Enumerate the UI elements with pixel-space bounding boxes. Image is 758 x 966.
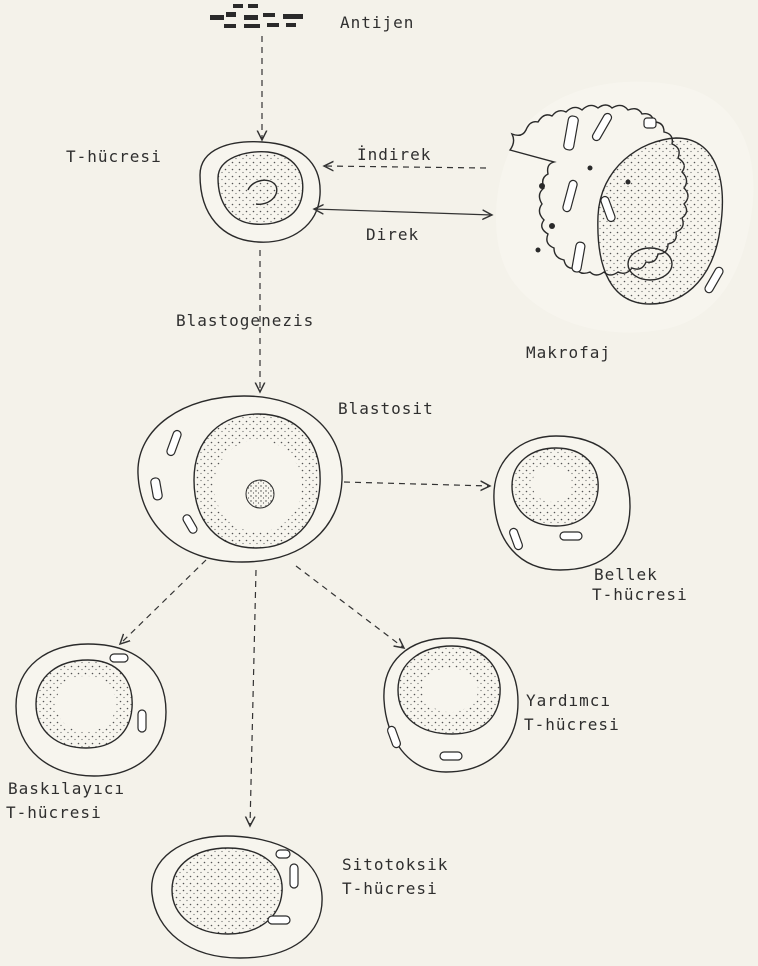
- helper-t-cell: [384, 638, 518, 772]
- direct-label: Direk: [366, 225, 419, 244]
- arrow-to-cytotoxic: [250, 570, 256, 826]
- helper-label-line2: T-hücresi: [524, 715, 620, 734]
- arrow-to-memory: [344, 482, 490, 486]
- suppressor-label-line2: T-hücresi: [6, 803, 102, 822]
- indirect-label: İndirek: [357, 145, 431, 164]
- arrow-direct: [314, 209, 492, 215]
- blastogenesis-label: Blastogenezis: [176, 311, 314, 330]
- t-cell-label: T-hücresi: [66, 147, 162, 166]
- blastocyte: [138, 396, 342, 562]
- t-cell: [200, 142, 320, 242]
- memory-label-line1: Bellek: [594, 565, 658, 584]
- macrophage: [496, 82, 754, 333]
- cytotoxic-label-line2: T-hücresi: [342, 879, 438, 898]
- antigen-label: Antijen: [340, 13, 414, 32]
- helper-label-line1: Yardımcı: [526, 691, 611, 710]
- memory-label-line2: T-hücresi: [592, 585, 688, 604]
- arrow-to-helper: [296, 566, 404, 648]
- macrophage-label: Makrofaj: [526, 343, 611, 362]
- arrow-indirect: [324, 166, 486, 168]
- arrow-to-suppressor: [120, 560, 206, 644]
- suppressor-label-line1: Baskılayıcı: [8, 779, 125, 798]
- cytotoxic-t-cell: [152, 836, 322, 958]
- blastocyte-label: Blastosit: [338, 399, 434, 418]
- cytotoxic-label-line1: Sitotoksik: [342, 855, 448, 874]
- memory-t-cell: [494, 436, 630, 570]
- suppressor-t-cell: [16, 644, 166, 776]
- antigen-symbol: [210, 4, 303, 28]
